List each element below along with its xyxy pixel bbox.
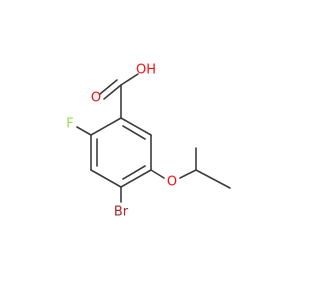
- atom-label-carbonyl-o: O: [91, 91, 101, 106]
- atom-label-bromine: Br: [114, 205, 129, 220]
- bond-c3-o: [150, 169, 165, 179]
- atom-label-ether-o: O: [167, 175, 177, 190]
- bond-c6-c1: [90, 117, 122, 136]
- atom-label-oh: OH: [136, 63, 156, 78]
- bond-o-ch: [179, 169, 197, 179]
- bond-c-oh: [120, 73, 139, 86]
- bond-ch-ch3-right: [195, 169, 231, 189]
- atom-label-fluorine: F: [66, 117, 73, 132]
- structure-canvas: OH O F Br O: [66, 63, 231, 220]
- bond-c1-c2: [120, 117, 152, 136]
- bond-c-o-double-a: [103, 84, 122, 100]
- bond-c-o-double-b: [99, 79, 118, 95]
- bond-c6-f: [76, 126, 92, 136]
- bond-c1-c2-inner: [122, 125, 146, 140]
- bond-c4-c5: [90, 169, 122, 188]
- bond-c3-c4-inner: [122, 165, 146, 180]
- molecule-diagram: OH O F Br O: [66, 63, 231, 220]
- bond-c3-c4: [120, 169, 152, 188]
